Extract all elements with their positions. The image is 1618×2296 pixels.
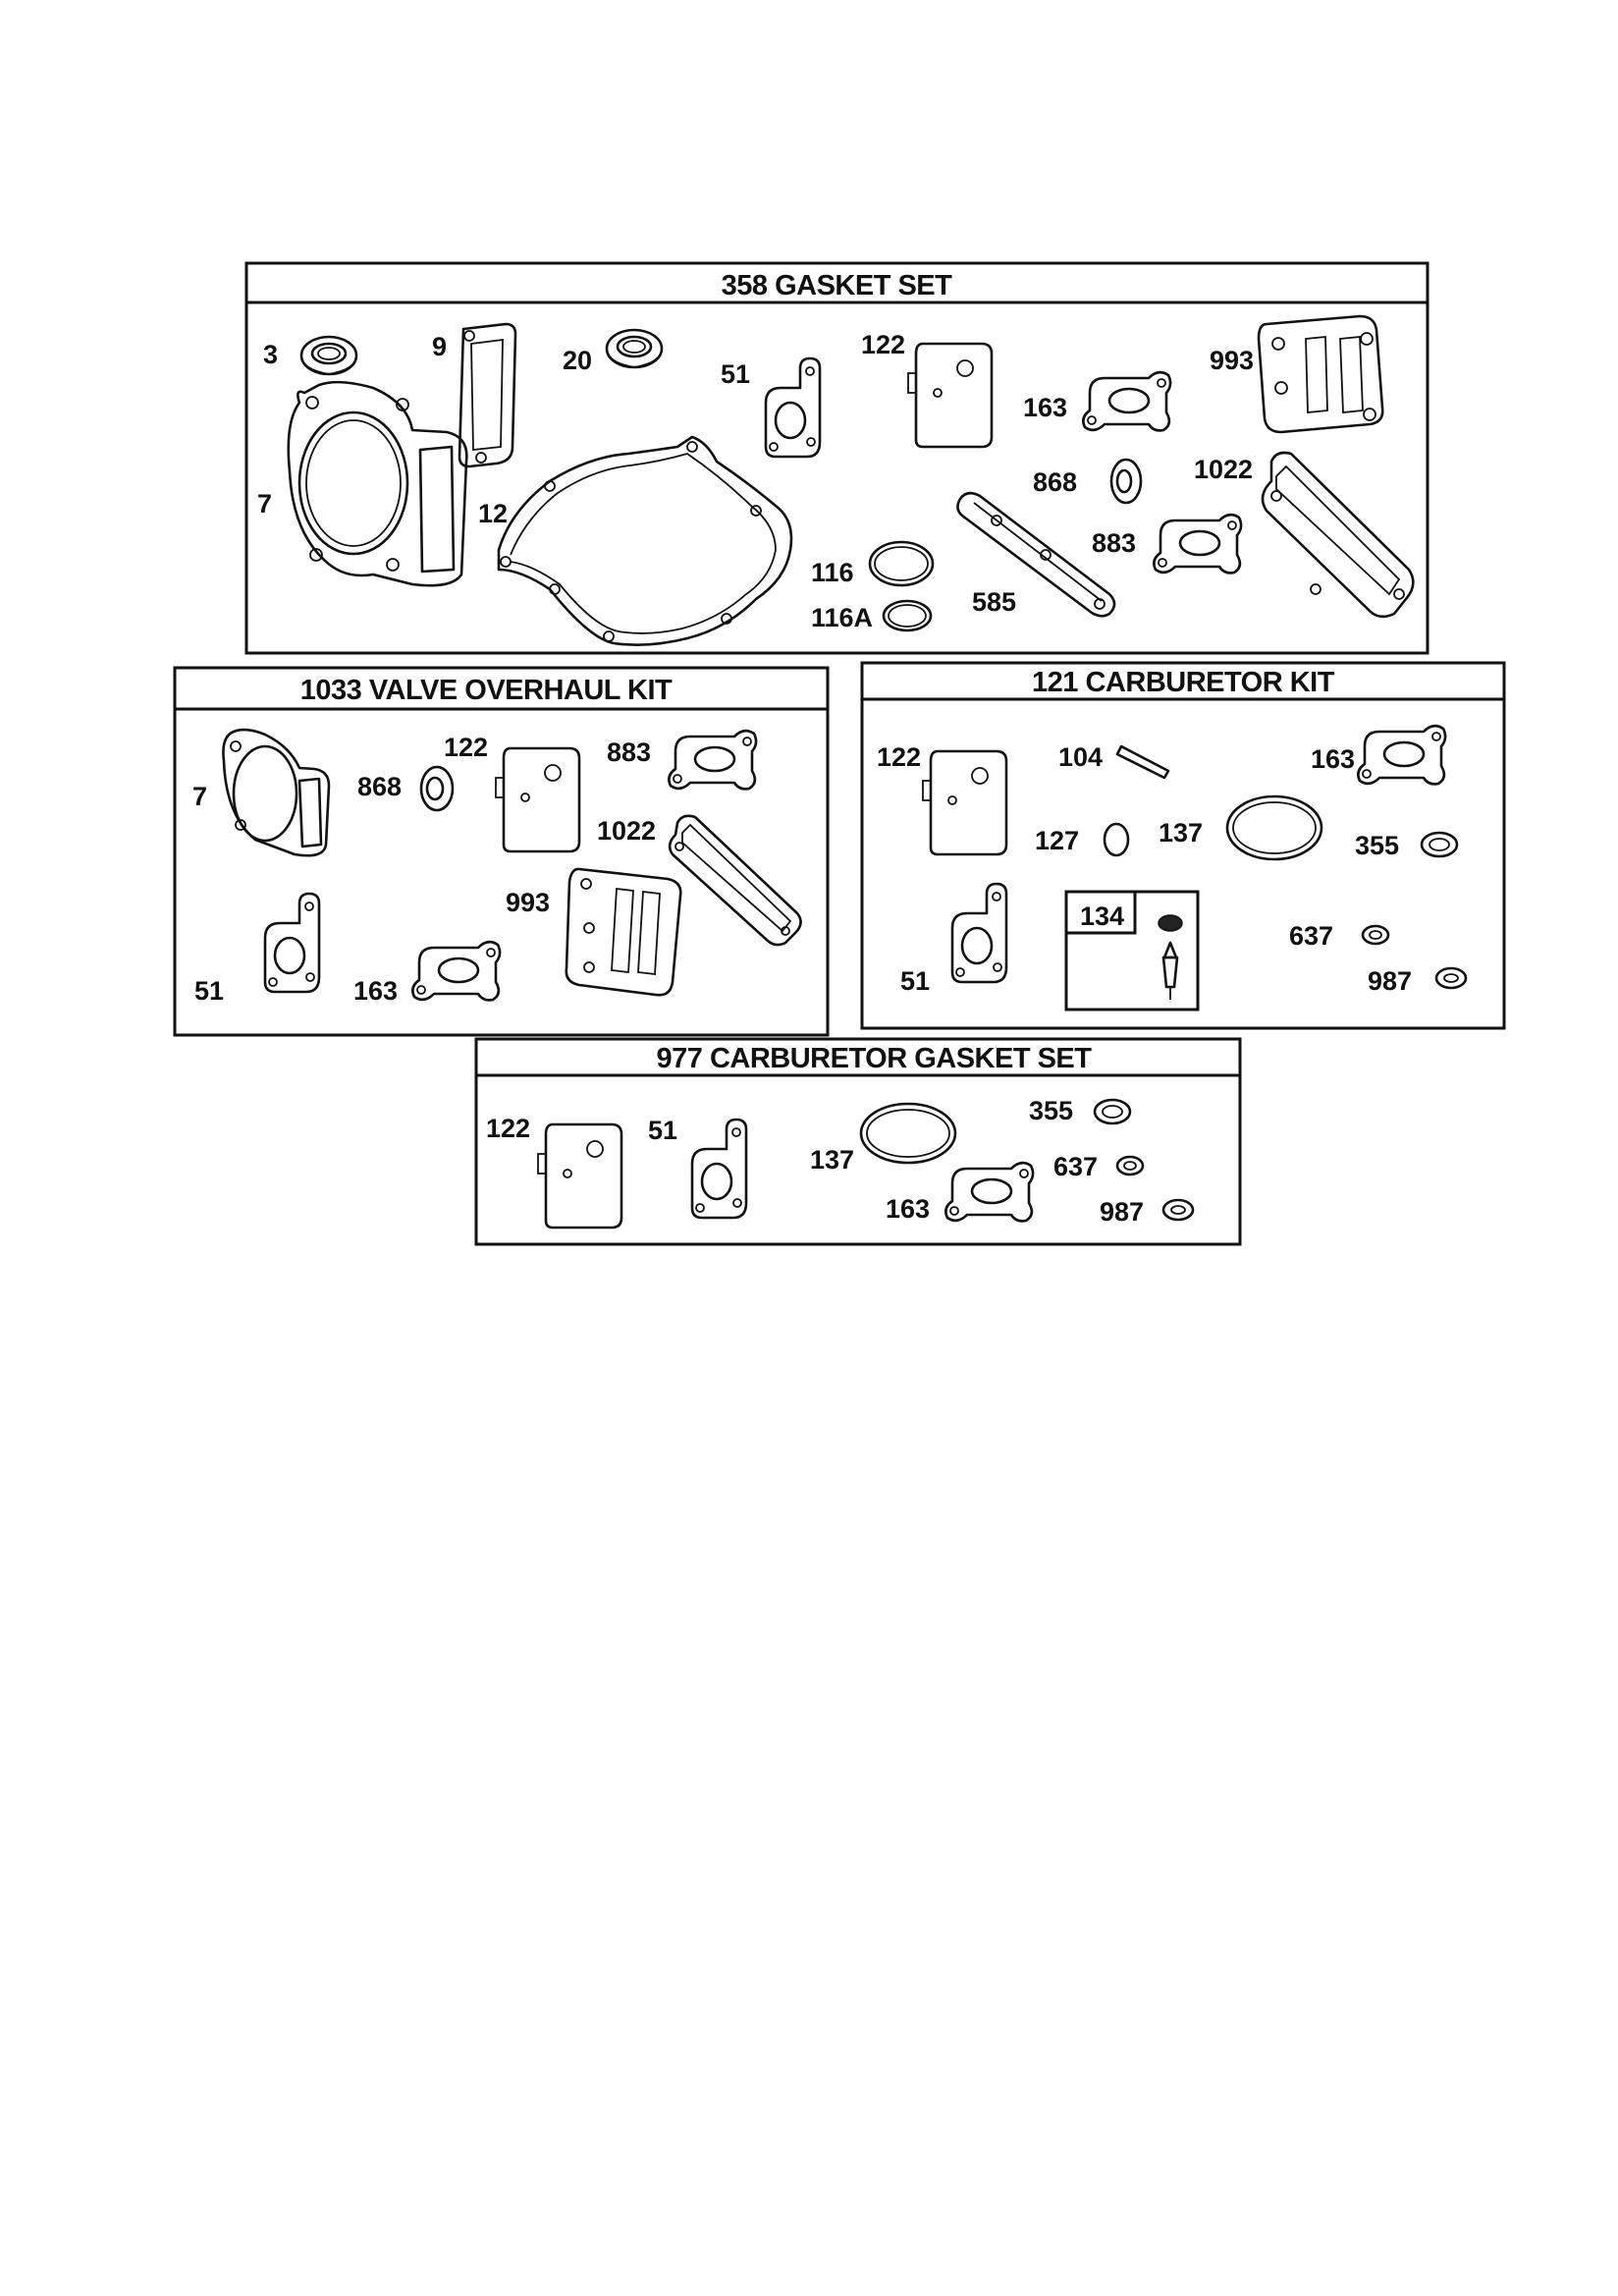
carb-kit-title: 121 CARBURETOR KIT	[1032, 667, 1335, 698]
part-label-127: 127	[1035, 826, 1079, 855]
rocker-cover-gasket-1022	[1261, 451, 1415, 619]
part-label-122: 122	[877, 742, 921, 772]
cylinder-head-gasket-7	[222, 728, 331, 857]
part-label-104: 104	[1058, 742, 1103, 772]
part-label-9: 9	[432, 332, 447, 361]
gasket-set-section: 358 GASKET SET 3 9 20 51 122 163 993 7	[244, 261, 1429, 655]
flange-gasket-51	[950, 882, 1008, 984]
intake-gasket-883	[1153, 513, 1243, 574]
plate-gasket-122	[921, 749, 1008, 856]
part-label-993: 993	[506, 888, 550, 917]
carburetor-kit-section: 121 CARBURETOR KIT 122 104 163 127 137 3…	[860, 661, 1506, 1030]
pin-104	[1115, 744, 1170, 780]
part-label-20: 20	[563, 346, 592, 375]
part-label-883: 883	[1092, 528, 1136, 558]
part-label-868: 868	[357, 772, 402, 801]
plate-gasket-122	[906, 342, 994, 449]
part-label-137: 137	[810, 1145, 854, 1175]
washer-987	[1161, 1198, 1195, 1222]
rocker-cover-gasket-1022	[668, 814, 802, 947]
washer-637	[1115, 1155, 1145, 1176]
part-label-51: 51	[900, 966, 930, 996]
valve-kit-title: 1033 VALVE OVERHAUL KIT	[300, 675, 673, 706]
seal-part-3	[299, 335, 358, 376]
breather-gasket-993	[565, 867, 682, 997]
part-label-637: 637	[1289, 921, 1333, 951]
part-label-116a: 116A	[811, 603, 873, 632]
washer-355	[1420, 831, 1459, 858]
part-label-987: 987	[1100, 1197, 1144, 1227]
inlet-needle-box-134: 134	[1064, 890, 1200, 1011]
part-label-355: 355	[1355, 831, 1399, 860]
carburetor-gasket-set-section: 977 CARBURETOR GASKET SET 122 51 355 137…	[474, 1037, 1242, 1246]
part-label-51: 51	[648, 1116, 677, 1145]
part-label-7: 7	[192, 782, 207, 811]
bowl-gasket-137	[859, 1102, 957, 1165]
oil-seal-868	[419, 765, 455, 812]
part-label-868: 868	[1033, 467, 1077, 497]
part-label-585: 585	[972, 587, 1016, 617]
part-label-355: 355	[1029, 1096, 1073, 1125]
part-label-7: 7	[257, 489, 272, 519]
part-label-987: 987	[1368, 966, 1412, 996]
gasket-strip-585	[956, 491, 1116, 618]
part-label-1022: 1022	[597, 816, 656, 846]
carb-gasket-163	[411, 940, 502, 1002]
valve-overhaul-kit-section: 1033 VALVE OVERHAUL KIT 7 868 122 883 10…	[173, 666, 830, 1037]
part-label-137: 137	[1159, 818, 1203, 847]
part-label-51: 51	[721, 359, 750, 389]
part-label-51: 51	[194, 976, 224, 1006]
part-label-1022: 1022	[1194, 455, 1253, 484]
plate-gasket-122	[536, 1122, 623, 1230]
bowl-gasket-137	[1225, 794, 1323, 861]
part-label-163: 163	[1311, 744, 1355, 774]
part-label-163: 163	[1023, 393, 1067, 422]
crankcase-gasket-12	[497, 435, 793, 646]
part-label-883: 883	[607, 738, 651, 767]
gasket-set-title: 358 GASKET SET	[722, 270, 953, 301]
part-label-12: 12	[478, 499, 508, 528]
part-label-134: 134	[1080, 902, 1124, 931]
carb-gasket-163	[1082, 370, 1172, 432]
flange-gasket-51	[263, 892, 321, 994]
plate-gasket-122	[494, 746, 581, 853]
needle-valve-icon	[1158, 914, 1183, 1000]
o-ring-116	[868, 540, 935, 587]
part-label-3: 3	[263, 340, 278, 369]
flange-gasket-51	[690, 1118, 748, 1220]
carb-gasket-163	[1357, 724, 1447, 786]
seal-part-20	[605, 328, 664, 369]
washer-987	[1434, 966, 1468, 990]
part-label-637: 637	[1053, 1152, 1098, 1181]
part-label-122: 122	[861, 330, 905, 359]
carb-gasket-163	[944, 1161, 1035, 1223]
cylinder-head-gasket-7	[287, 380, 468, 587]
part-label-163: 163	[353, 976, 398, 1006]
washer-355	[1093, 1098, 1132, 1125]
carb-gasket-set-title: 977 CARBURETOR GASKET SET	[657, 1043, 1093, 1074]
breather-gasket-993	[1257, 314, 1384, 434]
part-label-993: 993	[1210, 346, 1254, 375]
intake-gasket-883	[668, 729, 758, 791]
part-label-122: 122	[486, 1114, 530, 1143]
o-ring-116a	[882, 599, 933, 632]
washer-637	[1361, 924, 1390, 946]
flange-gasket-51	[764, 356, 822, 459]
washer-127	[1103, 822, 1130, 857]
part-label-122: 122	[444, 733, 488, 762]
part-label-163: 163	[886, 1194, 930, 1224]
part-label-116: 116	[811, 558, 854, 587]
valve-cover-gasket-9	[458, 322, 517, 468]
oil-seal-868	[1109, 458, 1143, 505]
